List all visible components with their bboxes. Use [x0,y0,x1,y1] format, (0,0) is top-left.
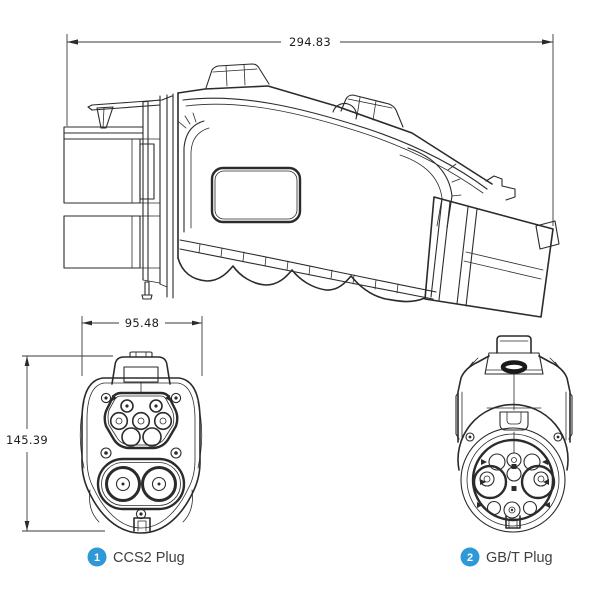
gbt-connector-side [424,175,560,318]
ccs2-height-value: 145.39 [6,433,48,447]
legend-badge-1 [87,547,107,567]
ccs2-connector-side [63,93,174,300]
ccs2-width-value: 95.48 [125,316,159,330]
legend-badge-2 [460,547,480,567]
legend-label-ccs2: CCS2 Plug [113,550,185,566]
label-window [210,166,302,224]
legend: 1 CCS2 Plug 2 GB/T Plug [87,547,553,567]
ccs2-plug-body [79,351,203,534]
gbt-front-view [455,335,573,533]
legend-number-1: 1 [94,552,100,564]
overall-length-value: 294.83 [289,35,331,49]
adapter-body-side [177,63,493,303]
legend-label-gbt: GB/T Plug [486,550,553,566]
dimension-ccs2-width: 95.48 [81,316,203,376]
dimension-ccs2-height: 145.39 [6,355,113,532]
legend-item-gbt: 2 GB/T Plug [460,547,553,567]
legend-number-2: 2 [467,552,473,564]
side-view: 294.83 [63,34,560,318]
gbt-pins [472,431,556,519]
ccs2-dc-socket [96,457,186,532]
ccs2-front-view: 95.48 145.39 [6,316,203,534]
ccs2-ac-socket [100,391,182,459]
dimension-overall-length: 294.83 [66,34,554,226]
legend-item-ccs2: 1 CCS2 Plug [87,547,185,567]
